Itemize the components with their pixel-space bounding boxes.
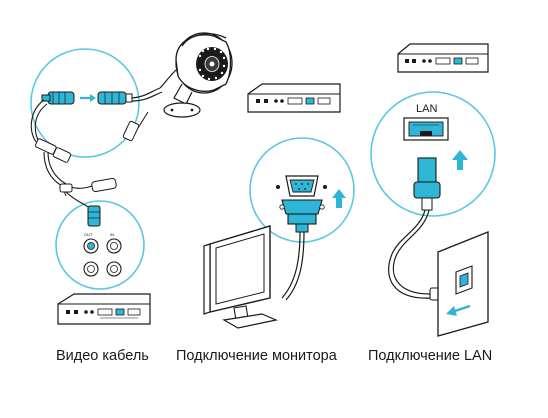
bnc-plug-into-port bbox=[87, 205, 101, 227]
dvr-icon bbox=[397, 43, 489, 73]
lan-port-zoom-circle bbox=[370, 91, 496, 217]
cable-splitter bbox=[34, 138, 117, 197]
svg-text:IN: IN bbox=[110, 232, 114, 237]
bnc-ports: OUT IN bbox=[83, 232, 122, 277]
dvr-icon bbox=[247, 83, 341, 113]
svg-text:OUT: OUT bbox=[84, 232, 93, 237]
arrow-left-icon bbox=[446, 304, 471, 316]
arrow-right-icon bbox=[80, 94, 96, 102]
dvr-port-zoom-circle bbox=[55, 200, 145, 290]
lan-plug bbox=[413, 157, 441, 211]
power-plug bbox=[122, 111, 149, 142]
wall-socket-icon bbox=[437, 231, 489, 337]
arrow-up-icon bbox=[332, 189, 346, 208]
monitor-connection-caption: Подключение монитора bbox=[176, 348, 337, 364]
lan-panel: LAN bbox=[370, 43, 496, 337]
camera-icon bbox=[159, 32, 233, 118]
bnc-connector-right bbox=[97, 91, 133, 105]
monitor-panel bbox=[203, 83, 355, 329]
bnc-connector-left bbox=[41, 91, 75, 105]
lan-port bbox=[403, 117, 449, 141]
lan-port-label: LAN bbox=[416, 103, 437, 115]
cable-connector-zoom-circle bbox=[30, 48, 140, 158]
vga-plug bbox=[279, 199, 325, 233]
dvr-icon bbox=[57, 293, 151, 325]
arrow-up-icon bbox=[452, 150, 468, 170]
lan-connection-caption: Подключение LAN bbox=[368, 348, 493, 364]
video-cable-panel: OUT IN bbox=[30, 32, 233, 325]
video-cable-caption: Видео кабель bbox=[56, 348, 149, 364]
vga-port bbox=[276, 175, 327, 197]
monitor-icon bbox=[203, 225, 278, 329]
